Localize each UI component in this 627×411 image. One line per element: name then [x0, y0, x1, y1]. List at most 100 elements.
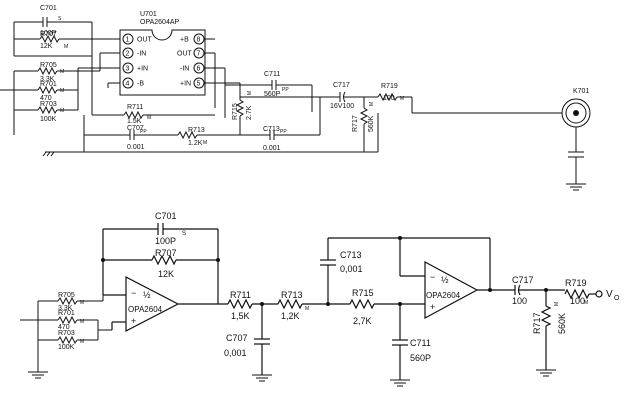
bottom-vo-label: V	[606, 289, 613, 300]
bottom-c711-value: 560P	[410, 353, 431, 363]
bottom-r711-value: 1,5K	[231, 311, 250, 321]
bottom-r719-value: 100	[570, 296, 585, 306]
top-r711-value: 1.5K	[127, 118, 142, 125]
bottom-r707: R707 12K	[103, 248, 218, 279]
top-r715-value: 2.7K	[246, 105, 253, 120]
bottom-r717: R717 560K M	[532, 290, 567, 370]
bottom-r701: R701 470 M	[57, 310, 84, 331]
top-u701-pin5-num: 5	[197, 81, 201, 88]
top-r715-ref: R715	[232, 103, 239, 120]
top-u701-pin2-name: -IN	[137, 51, 146, 58]
top-c717-value: 16V100	[330, 103, 354, 110]
bottom-r703-ref: R703	[58, 330, 75, 337]
bottom-opamp1-minus: −	[131, 288, 136, 298]
top-r707: R707 12K M	[14, 31, 120, 50]
bottom-r711-ref: R711	[230, 290, 251, 300]
top-r701-ref: R701	[40, 81, 57, 88]
top-u701-ref: U701	[140, 11, 157, 18]
bottom-r707-value: 12K	[158, 269, 174, 279]
bottom-r715: R715 2,7K	[349, 288, 375, 326]
bottom-r703-sup: M	[80, 339, 84, 345]
bottom-r705: R705 3.3K M	[57, 292, 84, 312]
top-r705-value: 3.3K	[40, 76, 55, 83]
top-r719-sup: M	[400, 96, 404, 102]
bottom-r717-sup: M	[554, 302, 560, 306]
bottom-r717-value: 560K	[557, 313, 567, 334]
bottom-r701-sup: M	[80, 319, 84, 325]
top-r703-value: 100K	[40, 116, 57, 123]
bottom-schematic: C701 100P S R707 12K − + ½ OPA2604	[20, 211, 620, 387]
bottom-r715-ref: R715	[352, 288, 374, 298]
top-c707-value: 0.001	[127, 144, 145, 151]
top-r707-value: 12K	[40, 43, 53, 50]
bottom-r703: R703 100K M	[57, 330, 84, 351]
bottom-output-label: V O	[606, 289, 620, 302]
bottom-opamp2-minus: −	[430, 272, 435, 282]
bottom-r715-value: 2,7K	[353, 316, 372, 326]
bottom-opamp1: − + ½ OPA2604	[125, 276, 180, 332]
top-ground-symbol	[42, 151, 58, 157]
top-r705: R705 3.3K M	[37, 62, 64, 83]
bottom-ground-3	[390, 379, 410, 387]
bottom-r719-ref: R719	[565, 278, 587, 288]
top-r717-sup: M	[369, 102, 375, 106]
bottom-c713-ref: C713	[340, 250, 362, 260]
top-r717-value: 560K	[368, 115, 375, 132]
bottom-ground-4	[536, 369, 556, 377]
top-c707-sup: PP	[140, 129, 147, 135]
top-r703-sup: M	[60, 108, 64, 114]
bottom-c717-ref: C717	[512, 275, 534, 285]
top-c711-sup: PP	[282, 87, 289, 93]
top-r715: R715 2.7K M	[232, 91, 253, 120]
top-r713: R713 1.2K M	[177, 127, 207, 147]
bottom-r711: R711 1,5K	[227, 290, 253, 321]
bottom-r705-value: 3.3K	[58, 305, 73, 312]
top-c717-ref: C717	[333, 82, 350, 89]
bottom-r703-value: 100K	[58, 344, 75, 351]
bottom-r701-value: 470	[58, 324, 70, 331]
top-u701-pin1-name: OUT	[137, 37, 153, 44]
top-r719: R719 100 M	[377, 83, 404, 102]
top-r717: R717 560K M	[352, 102, 375, 132]
top-u701-pin8-name: +B	[180, 37, 189, 44]
bottom-c711: C711 560P	[392, 304, 431, 380]
top-r707-sup: M	[64, 44, 68, 50]
top-r711-sup: M	[147, 115, 151, 121]
bottom-r717-ref: R717	[532, 312, 542, 334]
top-r713-sup: M	[203, 140, 207, 146]
top-r701: R701 470 M	[37, 81, 64, 102]
bottom-opamp1-label: OPA2604	[128, 305, 163, 314]
top-u701-pin7-name: OUT	[177, 51, 193, 58]
top-r719-ref: R719	[381, 83, 398, 90]
top-u701-pin3-name: +IN	[137, 66, 148, 73]
bottom-opamp2-label: OPA2604	[426, 291, 461, 300]
bottom-vo-sub: O	[614, 295, 620, 302]
top-c713-ref: C713	[263, 126, 280, 133]
bottom-r719-sup: M	[584, 300, 588, 306]
bottom-r707-ref: R707	[155, 248, 177, 258]
top-r703-ref: R703	[40, 101, 57, 108]
bottom-c707-value: 0,001	[224, 348, 247, 358]
top-schematic: C701 100P S R707 12K M R705 3.3K M	[0, 5, 591, 191]
top-r715-sup: M	[247, 91, 253, 95]
bottom-ground-1	[28, 371, 48, 379]
top-r717-ref: R717	[352, 115, 359, 132]
bottom-c707-ref: C707	[226, 333, 248, 343]
bottom-c711-ref: C711	[410, 338, 431, 348]
top-u701-pin6-num: 6	[197, 66, 201, 73]
top-c711-value: 560P	[264, 91, 281, 98]
top-r701-value: 470	[40, 95, 52, 102]
top-u701-pin4-name: -B	[137, 81, 144, 88]
top-r711: R711 1.5K M	[123, 104, 151, 125]
bottom-c701-ref: C701	[155, 211, 177, 221]
bottom-c713-value: 0,001	[340, 264, 363, 274]
bottom-opamp1-half: ½	[143, 290, 151, 300]
top-r719-value: 100	[383, 95, 395, 102]
bottom-r701-ref: R701	[58, 310, 75, 317]
bottom-c701-sup: S	[182, 231, 186, 237]
top-r705-ref: R705	[40, 62, 57, 69]
bottom-r705-ref: R705	[58, 292, 75, 299]
bottom-opamp2: − + ½ OPA2604	[424, 260, 479, 320]
top-c701: C701 100P S	[14, 5, 92, 37]
top-c713: C713 0.001 PP	[262, 126, 320, 152]
